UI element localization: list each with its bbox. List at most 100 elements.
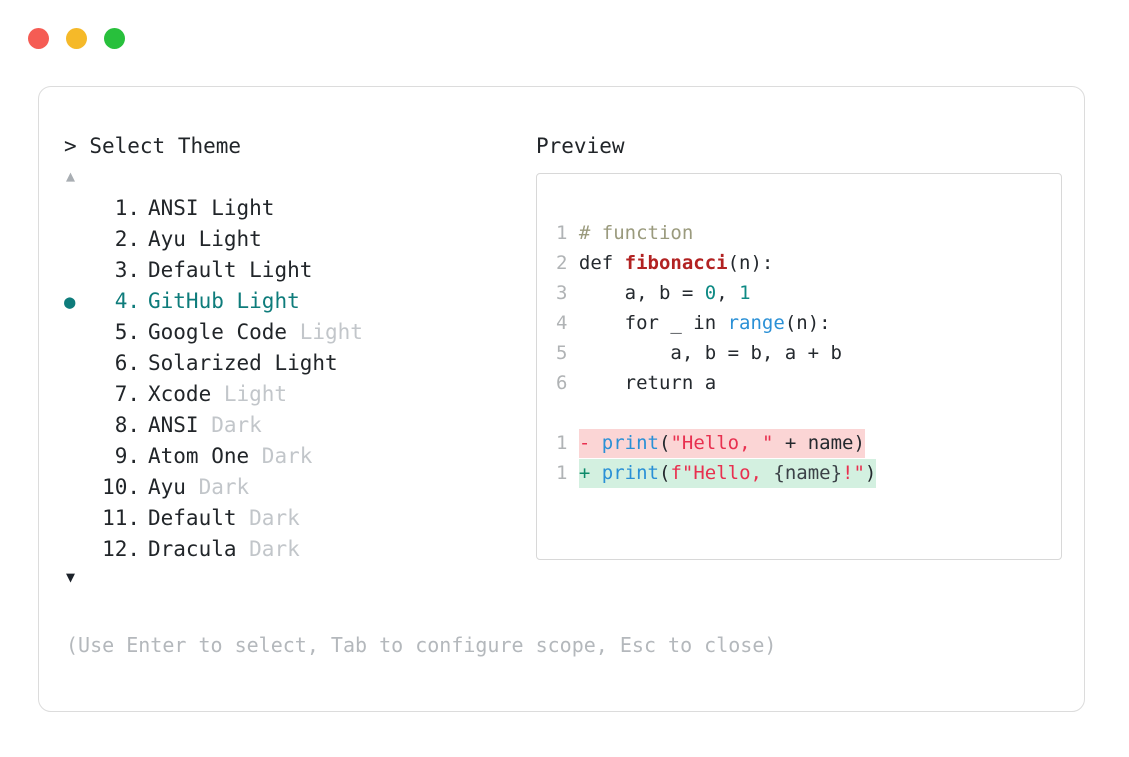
theme-item-number: 4. xyxy=(114,289,140,313)
theme-list-item[interactable]: 9. Atom One Dark xyxy=(64,441,534,472)
scroll-down-icon[interactable]: ▼ xyxy=(66,568,76,586)
code-line: 1 # function xyxy=(556,218,876,248)
code-token: (n): xyxy=(784,312,831,334)
code-token: 1 xyxy=(739,282,751,304)
theme-item-variant: Light xyxy=(198,227,262,251)
theme-list-item[interactable]: 11. Default Dark xyxy=(64,503,534,534)
theme-item-number: 11. xyxy=(102,506,140,530)
theme-item-spacer xyxy=(140,534,148,565)
code-token: range xyxy=(727,312,785,334)
theme-item-number: 12. xyxy=(102,537,140,561)
theme-list-item[interactable]: 10. Ayu Dark xyxy=(64,472,534,503)
theme-list-item[interactable]: 1. ANSI Light xyxy=(64,193,534,224)
theme-item-name: ANSI xyxy=(148,196,212,220)
theme-item-spacer xyxy=(140,255,148,286)
theme-item-name: Dracula xyxy=(148,537,250,561)
close-button[interactable] xyxy=(28,28,49,49)
code-token: print xyxy=(601,462,659,484)
code-token: ( xyxy=(658,432,671,454)
theme-item-variant: Light xyxy=(223,382,288,406)
theme-item-number: 3. xyxy=(114,258,140,282)
diff-marker: - xyxy=(578,432,602,454)
code-line: 2 def fibonacci(n): xyxy=(556,248,876,278)
theme-item-name: GitHub xyxy=(148,289,237,313)
theme-item-name: Ayu xyxy=(148,227,199,251)
theme-item-number: 8. xyxy=(114,413,140,437)
theme-item-name: Google Code xyxy=(148,320,300,344)
theme-list-item[interactable]: 12. Dracula Dark xyxy=(64,534,534,565)
diff-marker: + xyxy=(578,462,602,484)
code-token: + name) xyxy=(773,432,865,454)
theme-item-spacer xyxy=(140,410,148,441)
theme-list-item[interactable]: 7. Xcode Light xyxy=(64,379,534,410)
code-token: def xyxy=(578,252,625,274)
theme-item-name: Atom One xyxy=(148,444,262,468)
code-token: a, b = xyxy=(578,282,705,304)
code-line: 4 for _ in range(n): xyxy=(556,308,876,338)
theme-item-spacer xyxy=(140,193,148,224)
code-token: 0 xyxy=(704,282,717,304)
code-token: "Hello, " xyxy=(670,432,774,454)
line-number: 1 xyxy=(556,222,579,244)
theme-item-spacer xyxy=(140,224,148,255)
minimize-button[interactable] xyxy=(66,28,87,49)
code-token: return a xyxy=(578,372,717,394)
diff-added-line: 1 + print(f"Hello, {name}!") xyxy=(556,458,877,488)
theme-item-variant: Light xyxy=(249,258,313,282)
page-title: > Select Theme xyxy=(64,132,534,160)
preview-column: Preview xyxy=(536,132,1066,160)
theme-list-item[interactable]: ● 4. GitHub Light xyxy=(64,286,534,317)
theme-item-number: 7. xyxy=(114,382,140,406)
theme-list-item[interactable]: 6. Solarized Light xyxy=(64,348,534,379)
code-token: {name} xyxy=(773,462,843,484)
theme-list-item[interactable]: 3. Default Light xyxy=(64,255,534,286)
code-token: ) xyxy=(864,462,877,484)
theme-item-number: 6. xyxy=(114,351,140,375)
code-blank-line xyxy=(556,398,876,428)
code-line: 3 a, b = 0, 1 xyxy=(556,278,876,308)
selected-bullet-icon: ● xyxy=(64,291,76,313)
code-token: # function xyxy=(578,222,694,244)
window-traffic-lights xyxy=(28,28,125,49)
diff-content: - print("Hello, " + name) xyxy=(578,429,865,458)
diff-removed-line: 1 - print("Hello, " + name) xyxy=(556,428,876,458)
theme-item-number: 1. xyxy=(114,196,140,220)
theme-item-variant: Dark xyxy=(261,444,313,468)
theme-item-variant: Dark xyxy=(211,413,262,437)
code-token: !" xyxy=(842,462,865,484)
preview-label: Preview xyxy=(536,134,625,158)
theme-item-variant: Light xyxy=(236,289,300,313)
theme-item-spacer xyxy=(140,286,148,317)
line-number: 1 xyxy=(556,432,579,454)
code-token: for _ in xyxy=(578,312,728,334)
theme-list-item[interactable]: 2. Ayu Light xyxy=(64,224,534,255)
theme-item-variant: Light xyxy=(299,320,363,344)
scroll-up-icon[interactable]: ▲ xyxy=(66,167,76,185)
theme-item-name: Ayu xyxy=(148,475,199,499)
theme-item-variant: Dark xyxy=(249,506,300,530)
theme-item-name: Xcode xyxy=(148,382,224,406)
theme-item-number: 2. xyxy=(114,227,140,251)
theme-item-variant: Dark xyxy=(249,537,300,561)
theme-item-spacer xyxy=(140,348,148,379)
theme-item-number: 5. xyxy=(114,320,140,344)
theme-item-name: Solarized xyxy=(148,351,275,375)
theme-item-spacer xyxy=(140,441,148,472)
code-token: , xyxy=(716,282,740,304)
code-token: print xyxy=(601,432,659,454)
theme-item-number: 10. xyxy=(102,475,140,499)
theme-item-spacer xyxy=(140,503,148,534)
line-number: 1 xyxy=(556,462,579,484)
theme-item-name: Default xyxy=(148,258,250,282)
maximize-button[interactable] xyxy=(104,28,125,49)
theme-list-item[interactable]: 8. ANSI Dark xyxy=(64,410,534,441)
line-number: 3 xyxy=(556,282,579,304)
theme-list-item[interactable]: 5. Google Code Light xyxy=(64,317,534,348)
theme-item-variant: Light xyxy=(274,351,338,375)
code-token: a, b = b, a + b xyxy=(578,342,842,364)
